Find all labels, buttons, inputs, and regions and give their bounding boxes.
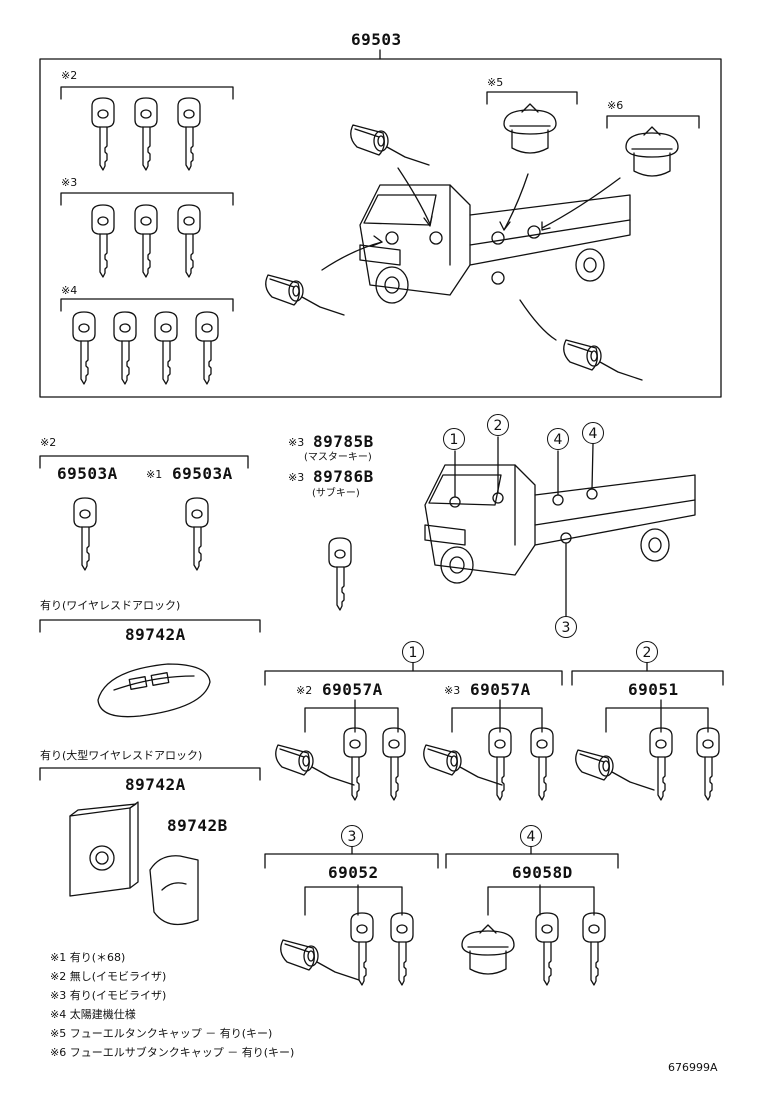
callout-4b[interactable]: 4 (582, 422, 604, 444)
group-mark-3: ※3 (61, 176, 78, 189)
prefix-69057A-2: ※3 (444, 684, 461, 697)
part-number-89742A[interactable]: 89742A (125, 625, 186, 644)
wireless-door-lock-label: 有り(ワイヤレスドアロック) (40, 599, 181, 612)
large-wireless-door-lock-label: 有り(大型ワイヤレスドアロック) (40, 749, 203, 762)
note-4: ※4 太陽建機仕様 (50, 1008, 136, 1021)
group-mark-4: ※4 (61, 284, 78, 297)
set-3-circle: 3 (341, 825, 363, 847)
group-mark-5: ※5 (487, 76, 504, 89)
part-number-69057A-2[interactable]: 69057A (470, 680, 531, 699)
remote-fob-shape (97, 663, 211, 718)
note-6: ※6 フューエルサブタンクキャップ － 有り(キー) (50, 1046, 295, 1059)
note-3: ※3 有り(イモビライザ) (50, 989, 167, 1002)
callout-2[interactable]: 2 (487, 414, 509, 436)
callout-1[interactable]: 1 (443, 428, 465, 450)
part-number-69052[interactable]: 69052 (328, 863, 379, 882)
prefix-89785B: ※3 (288, 436, 305, 449)
mark-69503A: ※2 (40, 436, 57, 449)
callout-3[interactable]: 3 (555, 616, 577, 638)
group-mark-2: ※2 (61, 69, 78, 82)
prefix-89786B: ※3 (288, 471, 305, 484)
set-4-circle: 4 (520, 825, 542, 847)
part-number-69057A-1[interactable]: 69057A (322, 680, 383, 699)
prefix-69503A-2: ※1 (146, 468, 163, 481)
part-number-69058D[interactable]: 69058D (512, 863, 573, 882)
sub-key-label: (サブキー) (312, 488, 360, 499)
set-2-circle: 2 (636, 641, 658, 663)
part-number-69051[interactable]: 69051 (628, 680, 679, 699)
part-number-89742B[interactable]: 89742B (167, 816, 228, 835)
note-1: ※1 有り(＊68) (50, 951, 126, 964)
part-number-69503A[interactable]: 69503A (57, 464, 118, 483)
prefix-69057A-1: ※2 (296, 684, 313, 697)
group-mark-6: ※6 (607, 99, 624, 112)
part-number-69503[interactable]: 69503 (351, 30, 402, 49)
callout-4a[interactable]: 4 (547, 428, 569, 450)
master-key-label: (マスターキー) (304, 452, 372, 463)
set-1-circle: 1 (402, 641, 424, 663)
part-number-89786B[interactable]: 89786B (313, 467, 374, 486)
part-number-89742A-large[interactable]: 89742A (125, 775, 186, 794)
note-5: ※5 フューエルタンクキャップ － 有り(キー) (50, 1027, 273, 1040)
part-number-69503A-2[interactable]: 69503A (172, 464, 233, 483)
reference-code: 676999A (668, 1061, 718, 1074)
note-2: ※2 無し(イモビライザ) (50, 970, 167, 983)
part-number-89785B[interactable]: 89785B (313, 432, 374, 451)
